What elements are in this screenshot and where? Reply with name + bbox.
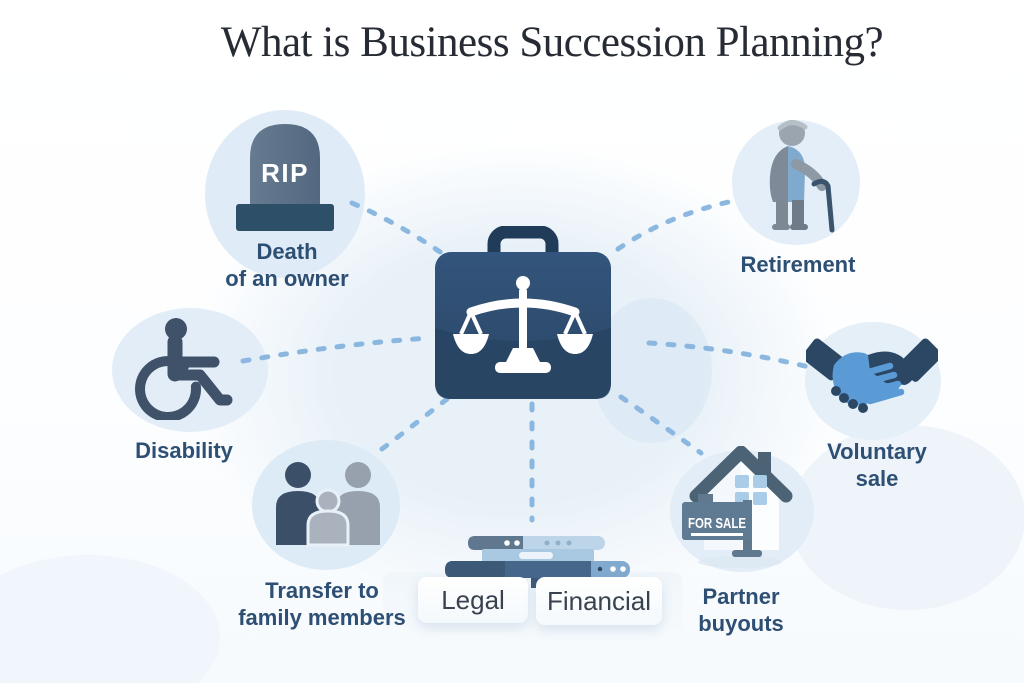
page-title: What is Business Succession Planning?: [220, 19, 884, 66]
house-for-sale-icon: FOR SALE: [674, 445, 806, 575]
disability-label: Disability: [135, 438, 233, 463]
family-members-icon: [270, 455, 400, 552]
rip-text: RIP: [261, 158, 309, 188]
briefcase-scales-icon: [433, 225, 613, 406]
tab-financial-label: Financial: [546, 585, 652, 616]
death-label: Death of an owner: [225, 239, 349, 291]
tab-legal: Legal: [418, 577, 528, 623]
tab-legal-label: Legal: [441, 584, 505, 615]
scales-of-justice-glyph: [453, 276, 593, 373]
tab-financial: Financial: [536, 577, 662, 625]
server-stack-icon: [443, 534, 633, 593]
background-blob: [790, 425, 1024, 610]
elderly-person-cane-icon: [742, 118, 857, 243]
partner-buyouts-label: Partner buyouts: [698, 584, 784, 636]
handshake-icon: [802, 335, 943, 425]
tombstone-rip-icon: RIP: [236, 116, 334, 237]
retirement-label: Retirement: [740, 252, 856, 277]
wheelchair-icon: [130, 312, 240, 425]
voluntary-sale-label: Voluntary sale: [827, 439, 927, 491]
background-blob: [0, 555, 220, 683]
for-sale-sign-text: FOR SALE: [688, 515, 746, 532]
family-transfer-label: Transfer to family members: [238, 578, 406, 630]
